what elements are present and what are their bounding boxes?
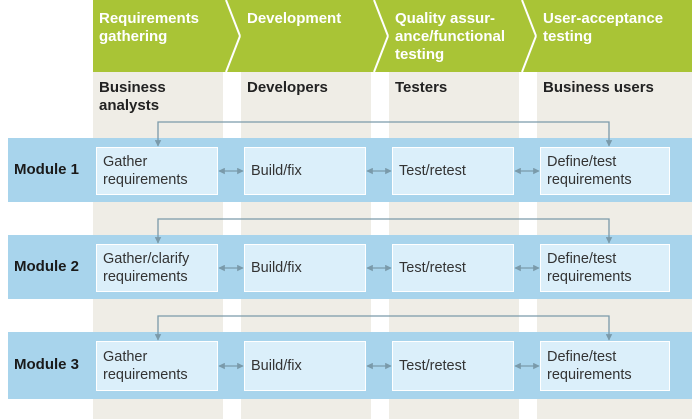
phase-label-uat: User-acceptance testing	[543, 10, 664, 45]
cell-module3-build: Build/fix	[244, 341, 366, 391]
cell-module2-test: Test/retest	[392, 244, 514, 292]
cell-module1-build: Build/fix	[244, 147, 366, 195]
module-label-1: Module 1	[14, 161, 80, 178]
cell-module3-test: Test/retest	[392, 341, 514, 391]
phase-label-development: Development	[247, 10, 342, 27]
module-label-2: Module 2	[14, 258, 80, 275]
role-label-business-analysts: Business analysts	[99, 79, 166, 114]
cell-module1-gather: Gather requirements	[96, 147, 218, 195]
cell-module1-define: Define/test requirements	[540, 147, 670, 195]
phase-label-requirements: Requirements gathering	[99, 10, 200, 45]
chevron-uat	[522, 0, 692, 72]
module-label-3: Module 3	[14, 356, 80, 373]
chevron-qa	[374, 0, 536, 72]
cell-module3-gather: Gather requirements	[96, 341, 218, 391]
cell-module1-test: Test/retest	[392, 147, 514, 195]
phase-chevrons	[93, 0, 692, 73]
role-label-developers: Developers	[247, 79, 328, 96]
cell-module2-build: Build/fix	[244, 244, 366, 292]
chevron-development	[226, 0, 388, 72]
role-label-testers: Testers	[395, 79, 448, 96]
role-label-business-users: Business users	[543, 79, 654, 96]
phase-label-qa: Quality assur- ance/functional testing	[395, 10, 506, 63]
cell-module2-gather: Gather/clarify requirements	[96, 244, 218, 292]
cell-module2-define: Define/test requirements	[540, 244, 670, 292]
chevron-requirements	[93, 0, 240, 72]
cell-module3-define: Define/test requirements	[540, 341, 670, 391]
